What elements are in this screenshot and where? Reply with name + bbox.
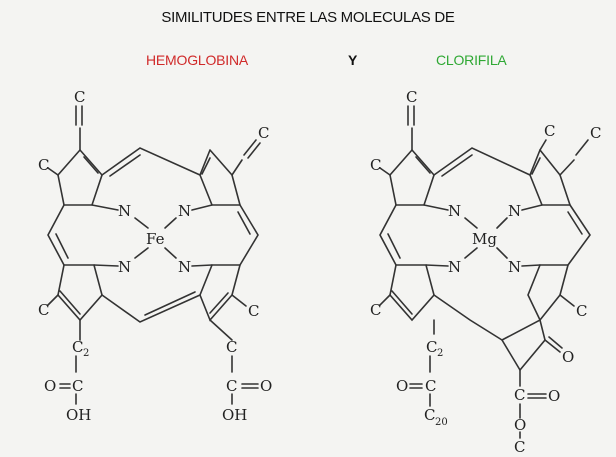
atom-c: C [38,301,49,319]
atom-o: O [514,416,526,434]
subscript-2: 2 [83,348,89,359]
atom-n: N [178,202,191,220]
atom-o: O [44,377,56,395]
conjunction-label: Y [348,52,358,68]
atom-c: C [514,386,525,404]
metal-fe: Fe [146,230,165,248]
atom-c: C [426,338,437,356]
atom-c: C [370,301,381,319]
atom-n: N [118,258,131,276]
atom-n: N [448,202,461,220]
atom-c: C [226,377,237,395]
atom-c: C [72,338,83,356]
metal-mg: Mg [472,230,497,248]
atom-n: N [508,202,521,220]
atom-o: O [260,377,272,395]
atom-c: C [514,438,525,456]
atom-c: C [38,156,49,174]
diagram-title: SIMILITUDES ENTRE LAS MOLECULAS DE [161,9,455,26]
hemoglobin-bonds [47,105,261,405]
atom-n: N [118,202,131,220]
atom-c: C [226,338,237,356]
subscript-20: 20 [435,417,448,428]
atom-o: O [562,348,574,366]
subscript-2: 2 [437,348,443,359]
hydroxyl: OH [66,406,91,424]
atom-c: C [425,377,436,395]
atom-c: C [258,124,269,142]
atom-c: C [406,88,417,106]
atom-c: C [424,406,435,424]
atom-c: C [72,377,83,395]
hemoglobin-label: HEMOGLOBINA [146,52,249,68]
chlorophyll-bonds [379,105,591,439]
atom-c: C [248,302,259,320]
atom-c: C [590,124,601,142]
atom-c: C [544,122,555,140]
atom-o: O [396,377,408,395]
chlorophyll-label: CLORIFILA [436,52,507,68]
chlorophyll-atoms: C C C C N N Mg N N C C C 2 O O C C 20 C … [370,88,601,456]
atom-c: C [576,302,587,320]
atom-n: N [178,258,191,276]
atom-c: C [74,88,85,106]
atom-n: N [448,258,461,276]
atom-o: O [548,387,560,405]
hemoglobin-atoms: C C C N N Fe N N C C C 2 O C OH C C O OH [38,88,272,424]
atom-n: N [508,258,521,276]
hydroxyl: OH [222,406,247,424]
atom-c: C [370,156,381,174]
